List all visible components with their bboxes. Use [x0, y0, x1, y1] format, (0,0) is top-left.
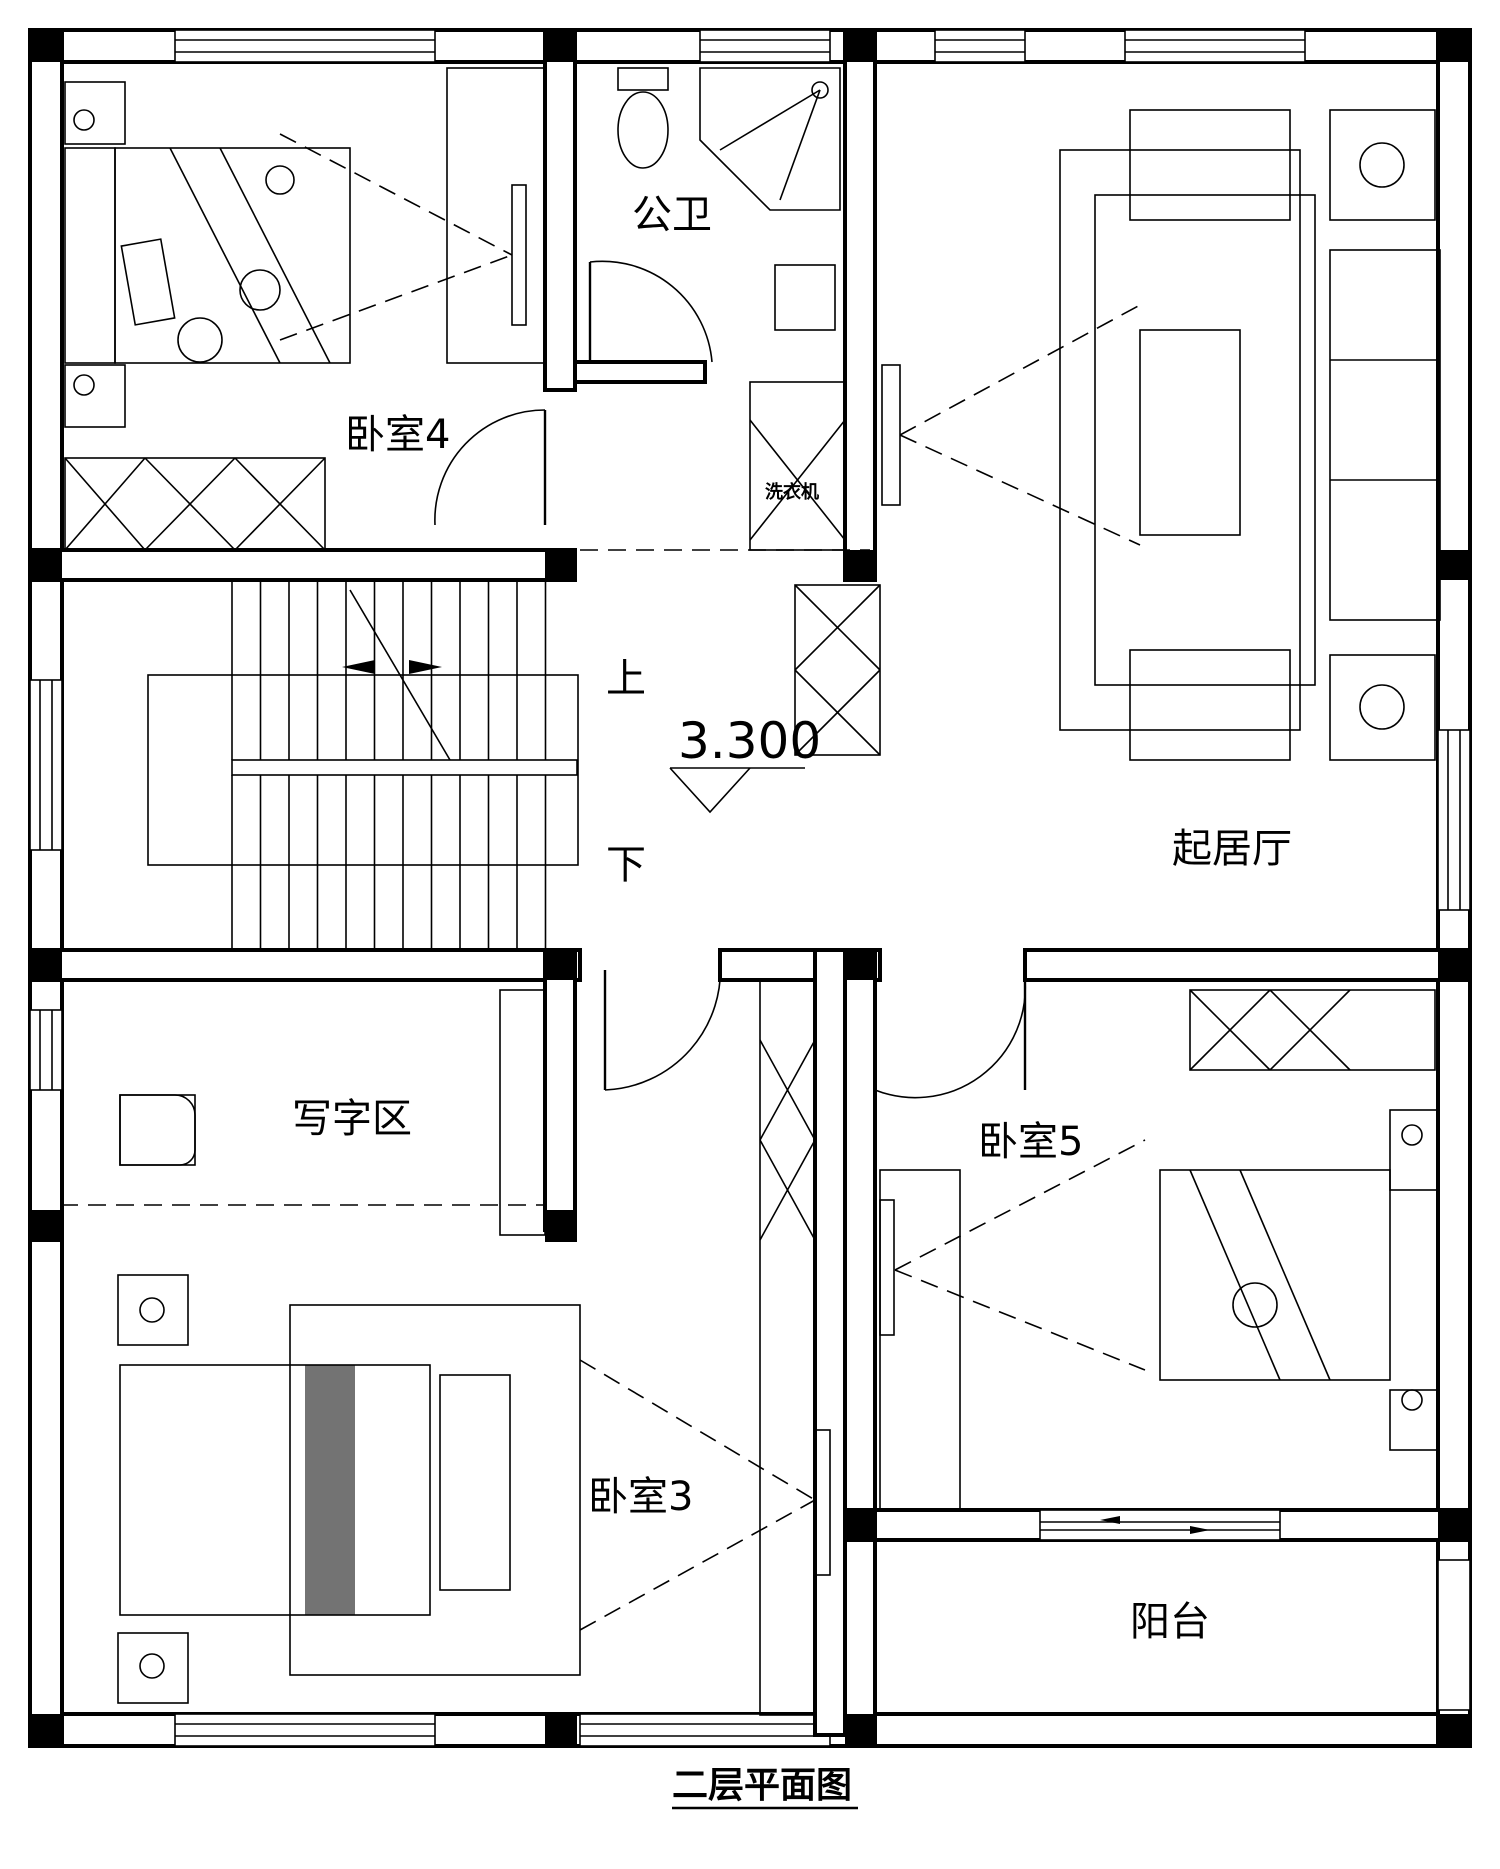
bedroom3-label: 卧室3 — [588, 1474, 693, 1520]
exterior-walls — [28, 28, 1472, 1748]
windows — [29, 29, 1471, 1747]
stairs-down-label: 下 — [606, 842, 646, 888]
interior-walls — [28, 28, 1472, 1737]
elevation-label: 3.300 — [678, 712, 821, 770]
plan-title-text: 二层平面图 — [672, 1765, 852, 1806]
living-hall-furniture — [794, 109, 1441, 761]
bedroom5-label: 卧室5 — [978, 1119, 1083, 1165]
bedroom3-furniture — [117, 979, 831, 1716]
writing-area-furniture — [60, 959, 722, 1236]
writing-area-label: 写字区 — [292, 1096, 412, 1142]
balcony-fixtures — [1039, 1509, 1281, 1541]
balcony-label: 阳台 — [1130, 1599, 1210, 1645]
washer-label: 洗衣机 — [765, 481, 819, 503]
bedroom5-furniture — [874, 979, 1439, 1511]
bedroom4-furniture — [64, 67, 547, 551]
room-labels: 卧室4 公卫 洗衣机 起居厅 上 下 写字区 卧室5 卧室3 阳台 — [292, 192, 1292, 1645]
bathroom-label: 公卫 — [632, 192, 712, 238]
bathroom-fixtures — [588, 67, 846, 551]
plan-title: 二层平面图 — [672, 1765, 858, 1810]
staircase — [147, 549, 870, 950]
columns — [30, 30, 1470, 1746]
living-hall-label: 起居厅 — [1172, 826, 1292, 872]
stairs-up-label: 上 — [606, 656, 646, 702]
bedroom4-label: 卧室4 — [345, 412, 450, 458]
elevation-marker: 3.300 — [669, 712, 821, 814]
